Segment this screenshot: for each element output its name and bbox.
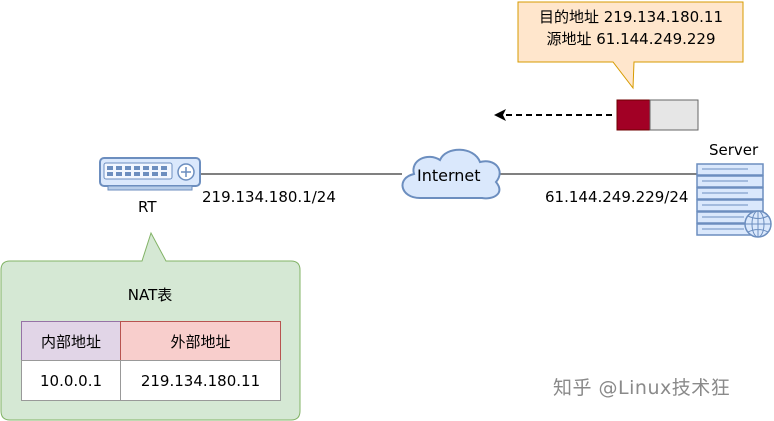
address-callout-text: 目的地址 219.134.180.11 源地址 61.144.249.229	[521, 6, 741, 50]
arrow-head-icon	[494, 109, 506, 121]
nat-cell-external: 219.134.180.11	[120, 360, 281, 401]
source-address: 源地址 61.144.249.229	[546, 30, 716, 48]
address-callout	[517, 1, 744, 90]
router-icon	[99, 157, 201, 191]
destination-address: 目的地址 219.134.180.11	[538, 8, 724, 26]
packet-payload-segment	[649, 99, 699, 131]
server-label: Server	[709, 141, 759, 159]
internet-label: Internet	[417, 166, 481, 185]
packet-header-segment	[616, 99, 651, 131]
nat-header-external: 外部地址	[120, 321, 281, 361]
router-label: RT	[138, 198, 157, 216]
watermark: 知乎 @Linux技术狂	[553, 377, 731, 399]
nat-cell-internal: 10.0.0.1	[21, 360, 121, 401]
server-interface-address: 61.144.249.229/24	[545, 188, 689, 206]
internet-cloud-icon	[401, 148, 501, 200]
nat-table-title: NAT表	[127, 286, 173, 304]
nat-header-internal: 内部地址	[21, 321, 121, 361]
server-icon	[696, 163, 772, 238]
router-interface-address: 219.134.180.1/24	[202, 188, 336, 206]
